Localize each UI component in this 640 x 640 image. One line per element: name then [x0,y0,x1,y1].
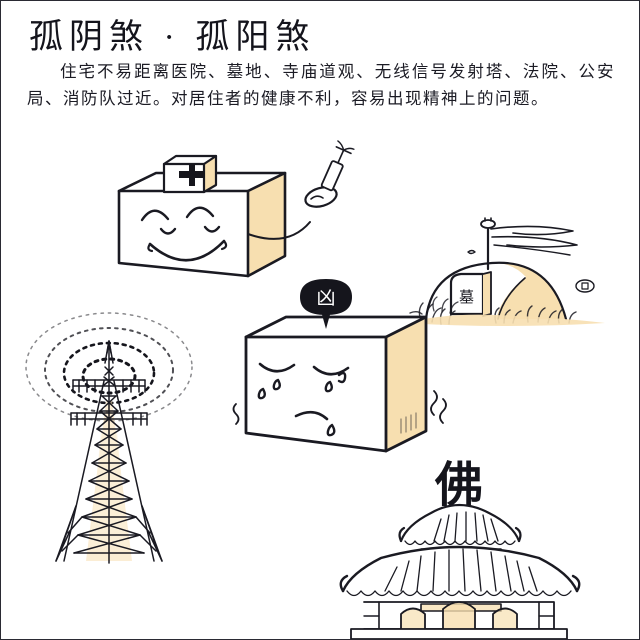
hospital-face [140,206,228,262]
tombstone-character: 墓 [459,289,474,306]
grave-illustration: 墓 [405,217,605,326]
temple-doors [400,601,518,630]
inauspicious-marker: 凶 [300,279,352,329]
syringe-prop [247,140,355,240]
worried-face [257,362,350,437]
signal-tower-illustration [25,312,193,564]
cross-icon [179,164,205,186]
hospital-cross-sign [162,154,218,194]
hospital-illustration [117,140,355,278]
worried-house-illustration: 凶 [232,279,459,453]
body-paragraph: 住宅不易距离医院、墓地、寺庙道观、无线信号发射塔、法院、公安局、消防队过近。对居… [27,62,615,108]
page-title: 孤阴煞 · 孤阳煞 [29,19,316,56]
signal-waves [25,312,193,422]
temple-illustration: 佛 [339,459,581,639]
marker-character: 凶 [316,288,335,309]
temple-character: 佛 [434,459,483,512]
